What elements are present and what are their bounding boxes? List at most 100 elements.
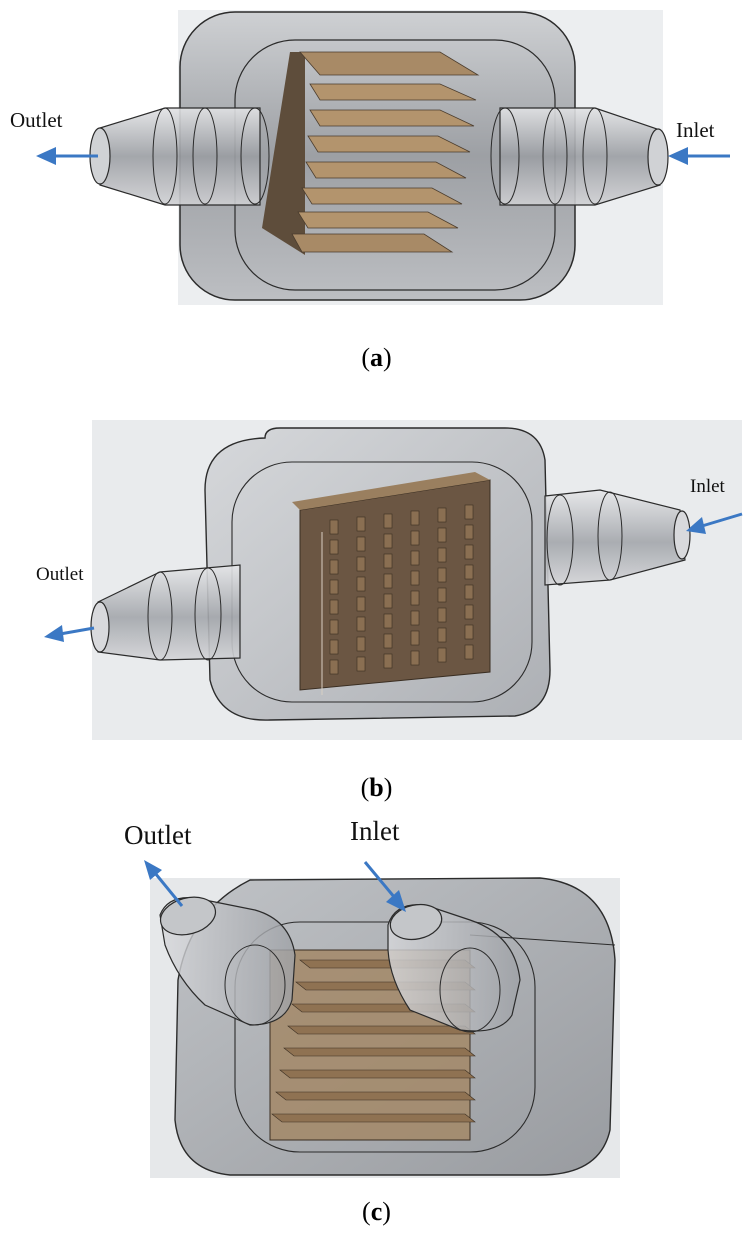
panel-b-pin-fins	[329, 504, 474, 675]
panel-a-outlet-ring-2	[192, 107, 218, 205]
pin-fin	[464, 604, 474, 620]
panel-c: Outlet Inlet	[0, 810, 753, 1190]
panel-b-diagram	[44, 420, 743, 740]
panel-b: Outlet Inlet	[0, 410, 753, 750]
pin-fin	[356, 516, 366, 532]
pin-fin	[410, 570, 420, 586]
pin-fin	[383, 653, 393, 669]
panel-a-caption: (a)	[361, 343, 392, 372]
pin-fin	[464, 524, 474, 540]
panel-c-inner-housing	[234, 921, 536, 1153]
panel-a-inlet-ring	[490, 107, 520, 205]
fin	[287, 1025, 476, 1035]
panel-a-caption-letter: a	[370, 343, 383, 372]
pin-fin	[464, 584, 474, 600]
pin-fin	[410, 550, 420, 566]
panel-c-caption: (c)	[362, 1197, 391, 1226]
pin-fin	[410, 650, 420, 666]
panel-c-inlet-opening	[389, 903, 443, 941]
pin-fin	[464, 644, 474, 660]
pin-fin	[329, 659, 339, 675]
panel-b-outlet-ring-2	[194, 567, 222, 661]
pin-fin	[437, 607, 447, 623]
pin-fin	[356, 656, 366, 672]
pin-fin	[329, 539, 339, 555]
pin-fin	[356, 596, 366, 612]
panel-a-outlet-ring-3	[240, 107, 270, 205]
pin-fin	[356, 536, 366, 552]
panel-b-caption-letter: b	[369, 773, 384, 802]
pin-fin	[356, 556, 366, 572]
panel-a-outlet-ring	[152, 107, 178, 205]
panel-c-inlet-label: Inlet	[350, 816, 400, 846]
pin-fin	[410, 530, 420, 546]
pin-fin	[437, 567, 447, 583]
panel-c-inlet-ring	[439, 947, 501, 1033]
pin-fin	[464, 564, 474, 580]
pin-fin	[329, 519, 339, 535]
pin-fin	[383, 533, 393, 549]
pin-fin	[437, 627, 447, 643]
pin-fin	[410, 610, 420, 626]
pin-fin	[437, 507, 447, 523]
panel-a-inlet-pipe	[499, 107, 661, 206]
panel-a-inlet-arrow	[668, 147, 730, 165]
pin-fin	[329, 579, 339, 595]
pin-fin	[356, 576, 366, 592]
pin-fin	[437, 527, 447, 543]
pin-fin	[383, 613, 393, 629]
pin-fin	[383, 593, 393, 609]
panel-c-outlet-ring	[224, 944, 286, 1026]
pin-fin	[464, 544, 474, 560]
pin-fin	[410, 510, 420, 526]
pin-fin	[329, 559, 339, 575]
pin-fin	[437, 647, 447, 663]
panel-a-diagram	[36, 10, 730, 305]
fin	[279, 1069, 476, 1079]
panel-a-outlet-pipe	[99, 107, 261, 206]
pin-fin	[356, 636, 366, 652]
panel-b-inlet-ring-2	[597, 491, 623, 581]
panel-a-inlet-opening	[647, 128, 669, 186]
fin	[275, 1091, 476, 1101]
pin-fin	[383, 633, 393, 649]
panel-a-fins	[291, 51, 480, 253]
panel-a-inlet-ring-3	[582, 107, 608, 205]
panel-b-outlet-label: Outlet	[36, 564, 84, 585]
panel-b-outlet-arrow	[44, 625, 95, 642]
panel-b-outlet-opening	[90, 601, 110, 653]
panel-c-outlet-opening	[159, 896, 217, 936]
panel-b-inlet-opening	[673, 510, 691, 560]
panel-b-inlet-label: Inlet	[690, 476, 725, 497]
fin	[271, 1113, 476, 1123]
pin-fin	[383, 553, 393, 569]
panel-b-inlet-arrow	[686, 512, 743, 534]
pin-fin	[410, 630, 420, 646]
pin-fin	[329, 619, 339, 635]
pin-fin	[464, 624, 474, 640]
pin-fin	[437, 547, 447, 563]
panel-a-inlet-ring-2	[542, 107, 568, 205]
panel-c-inlet-arrow	[363, 861, 406, 912]
pin-fin	[410, 590, 420, 606]
panel-b-heatsink-top	[292, 472, 490, 510]
panel-a-heatsink-base	[262, 52, 305, 255]
fin	[283, 1047, 476, 1057]
pin-fin	[383, 513, 393, 529]
pin-fin	[383, 573, 393, 589]
panel-b-inlet-pipe	[544, 489, 686, 586]
panel-b-inlet-ring	[546, 494, 574, 586]
pin-fin	[356, 616, 366, 632]
panel-a-inlet-label: Inlet	[676, 118, 715, 142]
panel-b-outlet-ring	[147, 571, 173, 661]
pin-fin	[437, 587, 447, 603]
panel-c-caption-letter: c	[370, 1197, 383, 1226]
pin-fin	[329, 599, 339, 615]
panel-c-outlet-label: Outlet	[124, 820, 192, 850]
pin-fin	[464, 504, 474, 520]
panel-a: Outlet Inlet	[0, 0, 753, 380]
panel-b-caption: (b)	[360, 773, 393, 802]
pin-fin	[329, 639, 339, 655]
panel-a-outlet-label: Outlet	[10, 108, 63, 132]
panel-c-outlet-arrow	[144, 860, 184, 907]
